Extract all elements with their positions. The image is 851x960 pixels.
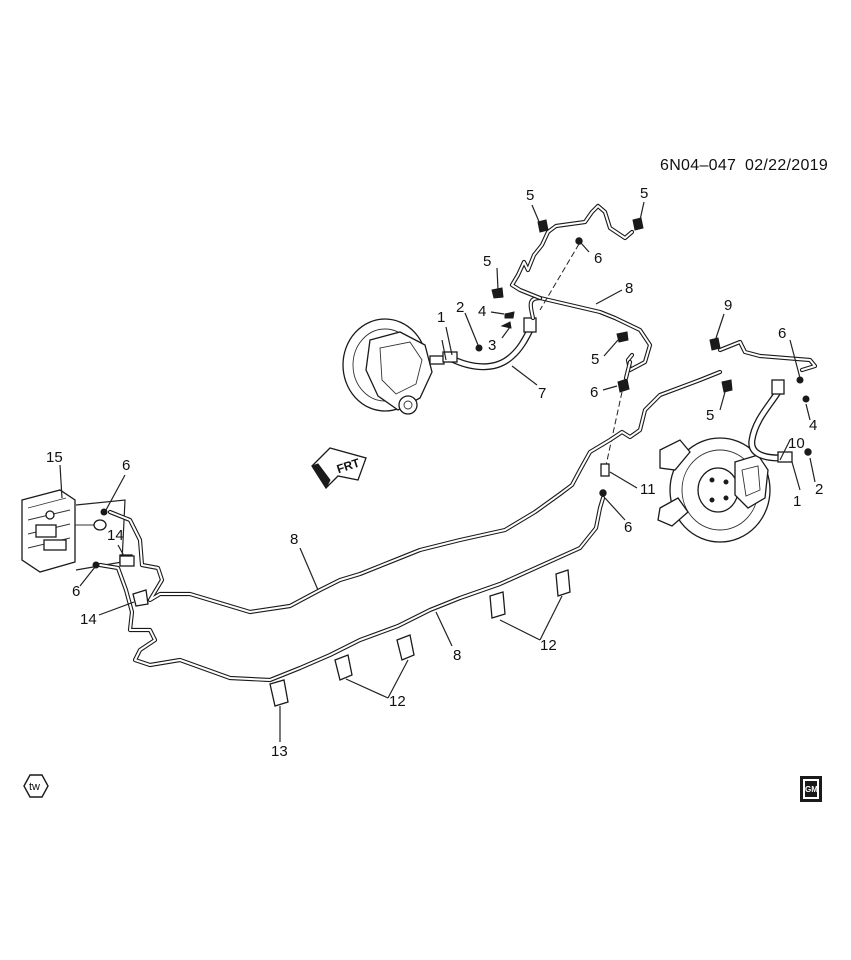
front-brake-hose xyxy=(748,376,812,463)
callout-8: 8 xyxy=(453,647,461,664)
callout-2: 2 xyxy=(456,299,464,316)
callout-5: 5 xyxy=(526,187,534,204)
pipe-clip-13 xyxy=(269,679,289,707)
callout-3: 3 xyxy=(488,337,496,354)
callout-6: 6 xyxy=(72,583,80,600)
callout-5: 5 xyxy=(706,407,714,424)
callout-4: 4 xyxy=(478,303,486,320)
junction-block-14 xyxy=(119,555,135,567)
tw-badge: tw xyxy=(23,774,49,798)
dashed-connector-upper xyxy=(539,243,580,311)
reference-date: 02/22/2019 xyxy=(745,157,828,174)
pipe-clips-12 xyxy=(334,569,571,681)
callout-14: 14 xyxy=(107,527,124,544)
callout-5: 5 xyxy=(483,253,491,270)
callout-numbers: 5 5 5 6 8 2 1 4 3 9 6 5 7 6 5 4 10 15 6 … xyxy=(46,185,823,760)
callout-2: 2 xyxy=(815,481,823,498)
gm-logo: GM xyxy=(800,776,822,802)
callout-5: 5 xyxy=(591,351,599,368)
rear-brake-rotor-caliper xyxy=(342,318,445,415)
clip-upper-mid xyxy=(617,359,633,393)
gm-logo-label: GM xyxy=(805,785,818,794)
callout-10: 10 xyxy=(788,435,805,452)
upper-brake-pipe xyxy=(491,203,653,373)
main-brake-pipe-upper xyxy=(100,369,723,615)
callout-15: 15 xyxy=(46,449,63,466)
callout-13: 13 xyxy=(271,743,288,760)
callout-1: 1 xyxy=(793,493,801,510)
main-brake-pipe-lower xyxy=(92,463,610,683)
callout-6: 6 xyxy=(594,250,602,267)
front-short-pipe xyxy=(709,337,818,393)
callout-11: 11 xyxy=(640,481,656,498)
callout-6: 6 xyxy=(590,384,598,401)
callout-6: 6 xyxy=(778,325,786,342)
callout-12: 12 xyxy=(540,637,557,654)
callout-8: 8 xyxy=(290,531,298,548)
front-brake-rotor-caliper xyxy=(657,437,771,543)
callout-5: 5 xyxy=(640,185,648,202)
tw-badge-label: tw xyxy=(29,781,40,793)
callout-8: 8 xyxy=(625,280,633,297)
front-direction-arrow: FRT xyxy=(311,447,367,490)
junction-block-14-lower xyxy=(132,589,149,607)
callout-1: 1 xyxy=(437,309,445,326)
callout-4: 4 xyxy=(809,417,817,434)
callout-14: 14 xyxy=(80,611,97,628)
callout-7: 7 xyxy=(538,385,546,402)
callout-6: 6 xyxy=(624,519,632,536)
callout-9: 9 xyxy=(724,297,732,314)
leader-lines xyxy=(59,201,816,742)
callout-12: 12 xyxy=(389,693,406,710)
callout-6: 6 xyxy=(122,457,130,474)
reference-code: 6N04–047 xyxy=(660,157,736,174)
rear-brake-hose xyxy=(442,311,537,371)
dashed-connector-mid xyxy=(604,391,623,471)
